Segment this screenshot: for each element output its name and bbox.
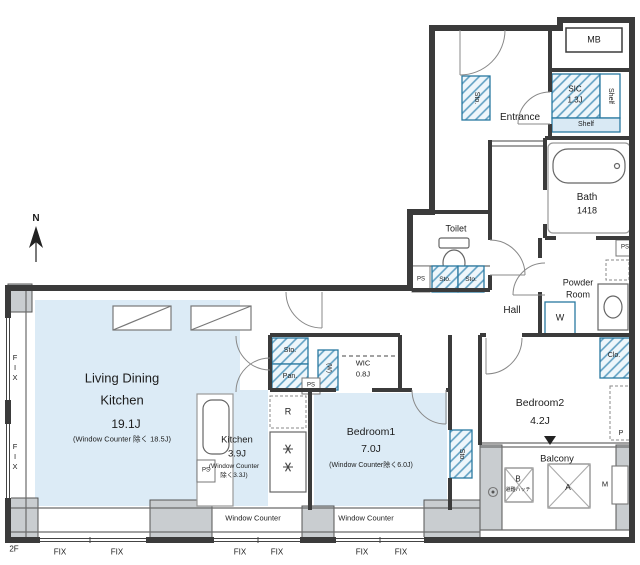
windows xyxy=(5,318,424,543)
toilet-tank-icon xyxy=(438,237,470,249)
entrance-door-swing xyxy=(459,29,506,76)
window-glass xyxy=(5,424,11,498)
stove-icon xyxy=(269,431,307,493)
window-glass xyxy=(40,537,146,543)
fridge-space xyxy=(269,395,307,429)
pillar xyxy=(149,499,213,541)
closet-bedroom2-box xyxy=(599,337,631,379)
storage-hatches xyxy=(271,73,631,479)
ldk-storage-box xyxy=(271,337,309,365)
ac-unit-cross xyxy=(547,463,591,509)
inner-walls xyxy=(268,28,632,510)
drain-icon-center xyxy=(491,490,495,494)
misc-symbols xyxy=(29,226,629,509)
window-lines xyxy=(6,318,424,543)
shelf-right-box xyxy=(599,73,621,119)
balcony-items xyxy=(487,463,629,509)
mb-box xyxy=(565,27,623,53)
window-glass xyxy=(5,318,11,400)
powder-mirror-space xyxy=(605,259,630,281)
toilet-door-swing xyxy=(489,239,526,276)
bath-tub-icon xyxy=(552,148,626,184)
kitchen-sink-icon xyxy=(202,399,230,455)
balcony-access-marker xyxy=(544,436,556,445)
walls xyxy=(5,17,635,543)
teal-boxes xyxy=(544,73,621,335)
ldk-counter-2-diagonal xyxy=(190,305,252,331)
fixtures xyxy=(112,142,631,507)
north-arrow-icon xyxy=(29,226,43,262)
wic-w-box xyxy=(317,349,339,391)
balcony-window-line xyxy=(480,442,632,448)
drain-icon xyxy=(487,486,499,498)
toilet-storage-2-box xyxy=(457,265,485,293)
powder-basin-bowl xyxy=(603,295,623,319)
shelf-bottom-box xyxy=(551,117,621,133)
meter-box xyxy=(611,465,629,505)
powder-door-swing xyxy=(512,262,546,296)
ps-kitchen-box xyxy=(196,459,216,483)
evacuation-hatch-cross xyxy=(504,467,534,503)
bedroom1-door-swing xyxy=(411,389,447,425)
bath-faucet-icon xyxy=(613,162,621,170)
closet-door-swing-1 xyxy=(235,335,271,371)
bedroom2-p-space xyxy=(609,385,631,441)
ldk-door-swing xyxy=(285,291,323,329)
powder-basin-icon xyxy=(597,283,629,331)
sic-door-swing xyxy=(517,91,551,125)
pillar xyxy=(7,497,39,541)
washer-box xyxy=(544,301,576,335)
floor-fills xyxy=(35,300,447,506)
bedroom2-door-swing xyxy=(485,337,523,375)
pillar xyxy=(301,505,335,541)
window-glass xyxy=(214,537,300,543)
window-counter-band xyxy=(8,507,480,533)
entrance-storage-box xyxy=(461,75,491,121)
genkan-step xyxy=(492,140,545,147)
sic-floor-box xyxy=(551,73,601,119)
doors xyxy=(235,29,551,425)
storage-bedroom1-box xyxy=(449,429,473,479)
ldk-counter-1-diagonal xyxy=(112,305,172,331)
bedroom1-floor xyxy=(314,393,447,506)
stove-burner-icon xyxy=(283,444,293,472)
closet-door-swing-2 xyxy=(235,357,271,393)
